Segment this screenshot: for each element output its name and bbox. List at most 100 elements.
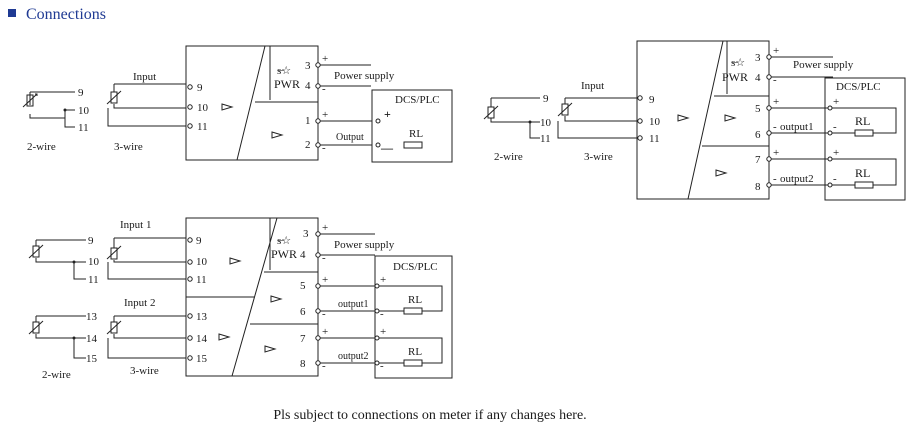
diagram-dual-input-dual-output: 9 10 11 Input 1 13 14 15 2-wire Input 2 … xyxy=(28,217,453,381)
module-terminal-9: 9 xyxy=(649,94,655,106)
amplifier-icon xyxy=(271,131,284,139)
dcs-plc-box xyxy=(374,255,453,379)
sign-minus: - xyxy=(322,142,326,154)
sign-minus: - xyxy=(773,74,777,86)
dcs-plc-box xyxy=(371,89,453,163)
sensor-2wire-input2: 13 14 15 2-wire xyxy=(28,311,98,381)
amplifier-icon xyxy=(221,103,234,111)
terminal-dot xyxy=(374,335,380,341)
terminal-dot xyxy=(827,130,833,136)
terminal-dot xyxy=(315,231,321,237)
label-rl: RL xyxy=(409,128,423,140)
terminal-dot xyxy=(315,142,321,148)
junction-dot xyxy=(72,336,76,340)
label-input: Input xyxy=(133,71,156,83)
label-input: Input xyxy=(581,80,604,92)
module-terminal-9: 9 xyxy=(197,82,203,94)
terminal-dot xyxy=(315,308,321,314)
sign-plus: + xyxy=(773,96,779,108)
module-terminal-9: 9 xyxy=(196,235,202,247)
sensor-3wire: Input 3-wire xyxy=(106,71,186,153)
terminal-label-11: 11 xyxy=(540,133,551,145)
power-led-icon: s̶☆ xyxy=(731,57,745,69)
sign-plus: + xyxy=(380,274,386,286)
sign-minus: - xyxy=(380,308,384,320)
terminal-dot xyxy=(827,156,833,162)
terminal-dot xyxy=(637,118,643,124)
sensor-2wire-input1: 9 10 11 xyxy=(28,235,100,286)
terminal-label-3: 3 xyxy=(305,60,311,72)
load-resistor xyxy=(854,181,874,189)
amplifier-icon xyxy=(264,345,277,353)
junction-dot xyxy=(528,120,532,124)
label-rl: RL xyxy=(408,294,422,306)
terminal-label-4: 4 xyxy=(755,72,761,84)
module-terminal-10: 10 xyxy=(197,102,209,114)
sign-plus: + xyxy=(833,147,839,159)
terminal-dot xyxy=(315,360,321,366)
terminal-label-1: 1 xyxy=(305,115,311,127)
module-terminal-14: 14 xyxy=(196,333,208,345)
terminal-label-5: 5 xyxy=(755,103,761,115)
isolator-module xyxy=(636,40,770,200)
terminal-dot xyxy=(766,74,772,80)
terminal-dot xyxy=(187,355,193,361)
module-terminal-10: 10 xyxy=(196,256,208,268)
terminal-label-4: 4 xyxy=(305,80,311,92)
module-terminal-10: 10 xyxy=(649,116,661,128)
label-dcs-plc: DCS/PLC xyxy=(836,81,881,93)
sensor-2wire: 9 10 11 2-wire xyxy=(483,93,552,163)
module-terminal-13: 13 xyxy=(196,311,208,323)
footnote: Pls subject to connections on meter if a… xyxy=(273,408,587,423)
terminal-dot xyxy=(187,84,193,90)
terminal-label-7: 7 xyxy=(755,154,761,166)
sign-minus: - xyxy=(322,308,326,320)
sign-plus: + xyxy=(833,96,839,108)
label-output1: output1 xyxy=(780,121,814,133)
label-output1: output1 xyxy=(338,299,369,310)
page-title-text: Connections xyxy=(26,6,106,23)
terminal-label-9: 9 xyxy=(78,87,84,99)
terminal-dot xyxy=(315,83,321,89)
label-2-wire: 2-wire xyxy=(42,369,71,381)
terminal-dot xyxy=(374,308,380,314)
sign-minus: - xyxy=(322,360,326,372)
terminal-dot xyxy=(315,252,321,258)
amplifier-icon xyxy=(218,333,231,341)
terminal-label-9: 9 xyxy=(543,93,549,105)
label-2-wire: 2-wire xyxy=(27,141,56,153)
label-3-wire: 3-wire xyxy=(130,365,159,377)
terminal-dot xyxy=(315,335,321,341)
terminal-dot xyxy=(315,283,321,289)
terminal-label-14: 14 xyxy=(86,333,98,345)
amplifier-icon xyxy=(715,169,728,177)
dcs-plc-box xyxy=(824,77,906,201)
terminal-label-10: 10 xyxy=(78,105,90,117)
page-title: Connections xyxy=(8,6,106,24)
terminal-label-5: 5 xyxy=(300,280,306,292)
label-pwr: PWR xyxy=(722,70,748,84)
terminal-dot xyxy=(637,135,643,141)
terminal-dot xyxy=(187,313,193,319)
terminal-dot xyxy=(187,276,193,282)
terminal-dot xyxy=(374,283,380,289)
terminal-dot xyxy=(187,335,193,341)
sign-minus: - xyxy=(833,173,837,185)
module-terminal-11: 11 xyxy=(197,121,208,133)
sensor-3wire: Input 3-wire xyxy=(557,80,637,163)
label-dcs-plc: DCS/PLC xyxy=(393,261,438,273)
sign-plus: + xyxy=(773,45,779,57)
label-rl: RL xyxy=(855,114,870,128)
terminal-dot xyxy=(187,123,193,129)
terminal-dot xyxy=(827,105,833,111)
terminal-label-6: 6 xyxy=(300,306,306,318)
label-power-supply: Power supply xyxy=(793,59,854,71)
sign-minus: — xyxy=(380,141,394,155)
load-resistor xyxy=(403,141,423,149)
terminal-label-3: 3 xyxy=(755,52,761,64)
sign-minus: - xyxy=(322,83,326,95)
terminal-dot xyxy=(766,130,772,136)
label-pwr: PWR xyxy=(271,247,297,261)
label-pwr: PWR xyxy=(274,77,300,91)
terminal-dot xyxy=(315,118,321,124)
